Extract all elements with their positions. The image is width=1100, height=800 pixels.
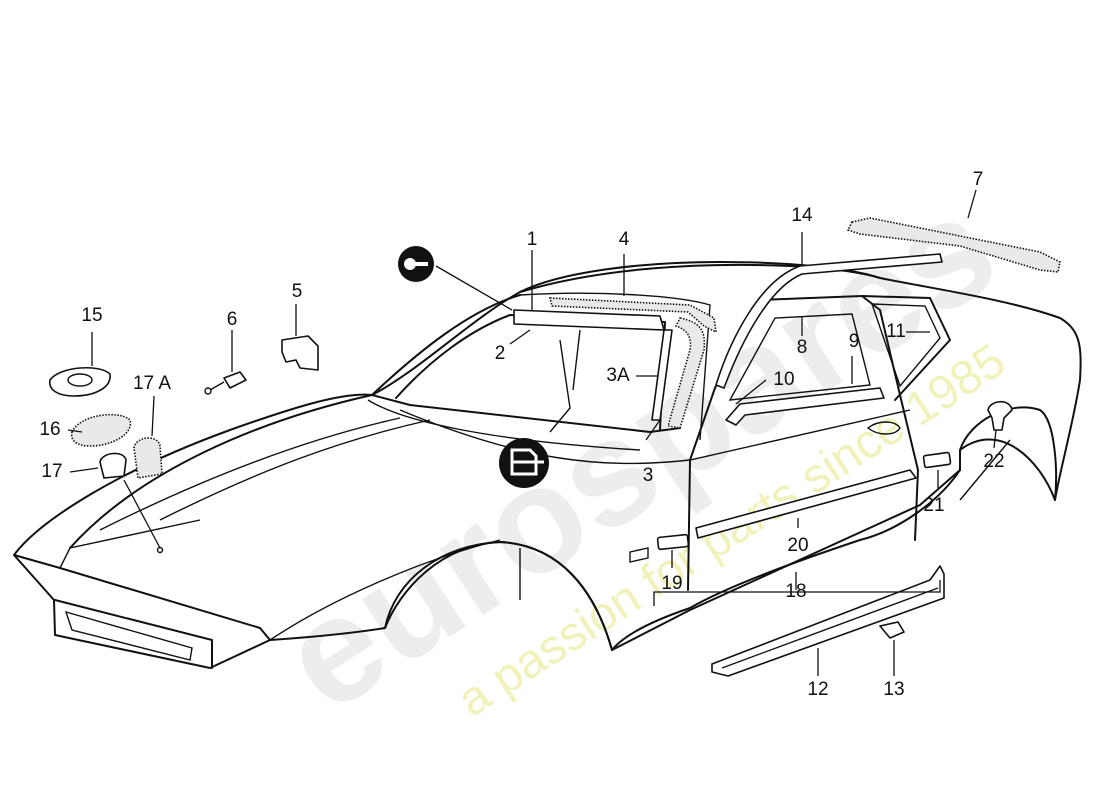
part-7-rear-roof-seal bbox=[846, 217, 1061, 273]
callout-9: 9 bbox=[849, 331, 860, 352]
callout-22: 22 bbox=[983, 451, 1004, 472]
callout-17a: 17 A bbox=[133, 373, 171, 394]
part-19-side-badge-front bbox=[656, 533, 690, 551]
window-seal-icon bbox=[499, 438, 549, 488]
car-body bbox=[13, 261, 1082, 669]
callouts: 1 2 3 3A 4 5 6 7 8 9 10 11 12 13 14 15 1… bbox=[39, 169, 1004, 700]
part-17-grommet bbox=[99, 452, 127, 479]
part-17a-buffer bbox=[133, 437, 163, 479]
part-3-pillar-seal bbox=[666, 317, 706, 429]
part-22-stud bbox=[987, 400, 1013, 431]
part-20-door-trim-strip bbox=[695, 469, 917, 539]
leader-lines bbox=[67, 189, 997, 676]
callout-14: 14 bbox=[791, 205, 813, 226]
callout-4: 4 bbox=[619, 229, 630, 250]
part-4-roof-seal bbox=[548, 297, 718, 334]
part-16-seal-plate bbox=[70, 413, 132, 447]
callout-15: 15 bbox=[81, 305, 102, 326]
part-5-bracket bbox=[281, 335, 319, 371]
part-1-windshield-upper-seal bbox=[513, 309, 665, 331]
callout-13: 13 bbox=[883, 679, 904, 700]
part-13-clip bbox=[879, 621, 905, 639]
callout-10: 10 bbox=[773, 369, 794, 390]
callout-6: 6 bbox=[227, 309, 238, 330]
callout-11: 11 bbox=[886, 321, 906, 342]
callout-12: 12 bbox=[807, 679, 828, 700]
part-12-sill-strip bbox=[711, 565, 945, 677]
callout-7: 7 bbox=[973, 169, 984, 190]
callout-8: 8 bbox=[797, 337, 808, 358]
callout-16: 16 bbox=[39, 419, 60, 440]
callout-5: 5 bbox=[292, 281, 303, 302]
callout-1: 1 bbox=[527, 229, 538, 250]
callout-17: 17 bbox=[41, 461, 62, 482]
key-icon bbox=[398, 246, 434, 282]
part-14-door-frame-seal bbox=[715, 253, 943, 389]
callout-3: 3 bbox=[643, 465, 654, 486]
watermark-brand: eurospares bbox=[253, 162, 1023, 743]
part-21-side-badge-rear bbox=[922, 451, 952, 469]
callout-3a: 3A bbox=[606, 365, 630, 386]
callout-18: 18 bbox=[785, 581, 806, 602]
callout-20: 20 bbox=[787, 535, 808, 556]
callout-2: 2 bbox=[495, 343, 506, 364]
callout-19: 19 bbox=[661, 573, 682, 594]
part-15-cover bbox=[49, 366, 111, 397]
part-6-cable-part bbox=[223, 371, 247, 389]
callout-21: 21 bbox=[923, 495, 944, 516]
